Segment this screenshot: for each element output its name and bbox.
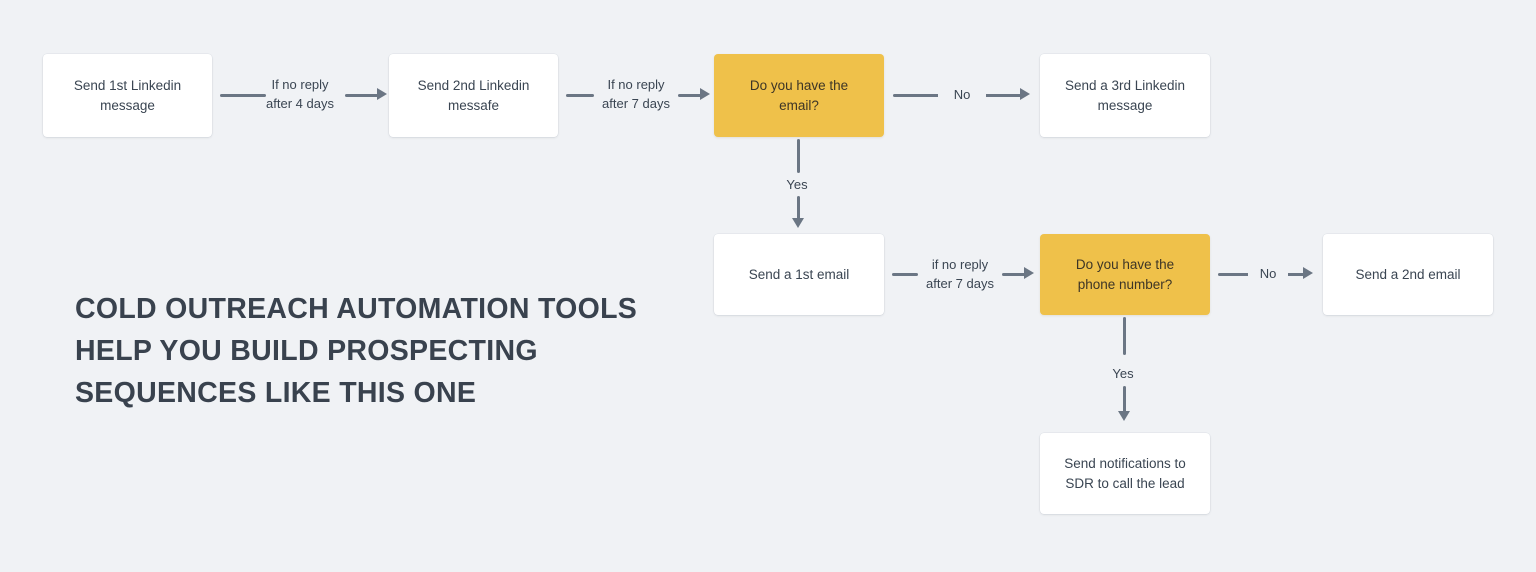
edge-6-label: No	[1248, 264, 1288, 283]
node-label: Do you have the email?	[749, 77, 849, 113]
node-send-2nd-email[interactable]: Send a 2nd email	[1323, 234, 1493, 315]
node-label: Send a 3rd Linkedin message	[1064, 77, 1186, 113]
edge-6-arrow-right-icon	[1303, 267, 1313, 279]
node-label: Do you have the phone number?	[1075, 256, 1175, 292]
edge-2-line-left	[566, 94, 594, 97]
edge-5-line-left	[892, 273, 918, 276]
edge-4-line-bottom	[797, 196, 800, 220]
edge-3-arrow-right-icon	[1020, 88, 1030, 100]
node-send-1st-email[interactable]: Send a 1st email	[714, 234, 884, 315]
node-label: Send a 2nd email	[1355, 266, 1461, 282]
edge-5-line-right	[1002, 273, 1026, 276]
node-send-1st-linkedin-message[interactable]: Send 1st Linkedin message	[43, 54, 212, 137]
edge-5-label: if no reply after 7 days	[926, 257, 994, 291]
node-label: Send 2nd Linkedin messafe	[417, 77, 530, 113]
node-send-notifications-to-sdr[interactable]: Send notifications to SDR to call the le…	[1040, 433, 1210, 514]
edge-7-line-bottom	[1123, 386, 1126, 413]
edge-4-arrow-down-icon	[792, 218, 804, 228]
edge-1-label: If no reply after 4 days	[266, 77, 334, 111]
edge-1-arrow-right-icon	[377, 88, 387, 100]
edge-1-line-right	[345, 94, 379, 97]
node-send-2nd-linkedin-message[interactable]: Send 2nd Linkedin messafe	[389, 54, 558, 137]
node-label: Send notifications to SDR to call the le…	[1064, 455, 1186, 491]
edge-2-arrow-right-icon	[700, 88, 710, 100]
node-send-3rd-linkedin-message[interactable]: Send a 3rd Linkedin message	[1040, 54, 1210, 137]
page-title: COLD OUTREACH AUTOMATION TOOLS HELP YOU …	[75, 293, 638, 409]
node-do-you-have-the-phone-number[interactable]: Do you have the phone number?	[1040, 234, 1210, 315]
edge-4-label: Yes	[786, 177, 808, 192]
edge-7-line-top	[1123, 317, 1126, 355]
edge-2-label: If no reply after 7 days	[602, 77, 670, 111]
edge-3-label: No	[938, 85, 986, 104]
node-label: Send a 1st email	[748, 266, 850, 282]
edge-2-line-right	[678, 94, 702, 97]
node-label: Send 1st Linkedin message	[73, 77, 182, 113]
edge-1-line-left	[220, 94, 266, 97]
edge-7-label: Yes	[1112, 366, 1134, 381]
edge-7-arrow-down-icon	[1118, 411, 1130, 421]
edge-5-arrow-right-icon	[1024, 267, 1034, 279]
edge-4-line-top	[797, 139, 800, 173]
node-do-you-have-the-email[interactable]: Do you have the email?	[714, 54, 884, 137]
